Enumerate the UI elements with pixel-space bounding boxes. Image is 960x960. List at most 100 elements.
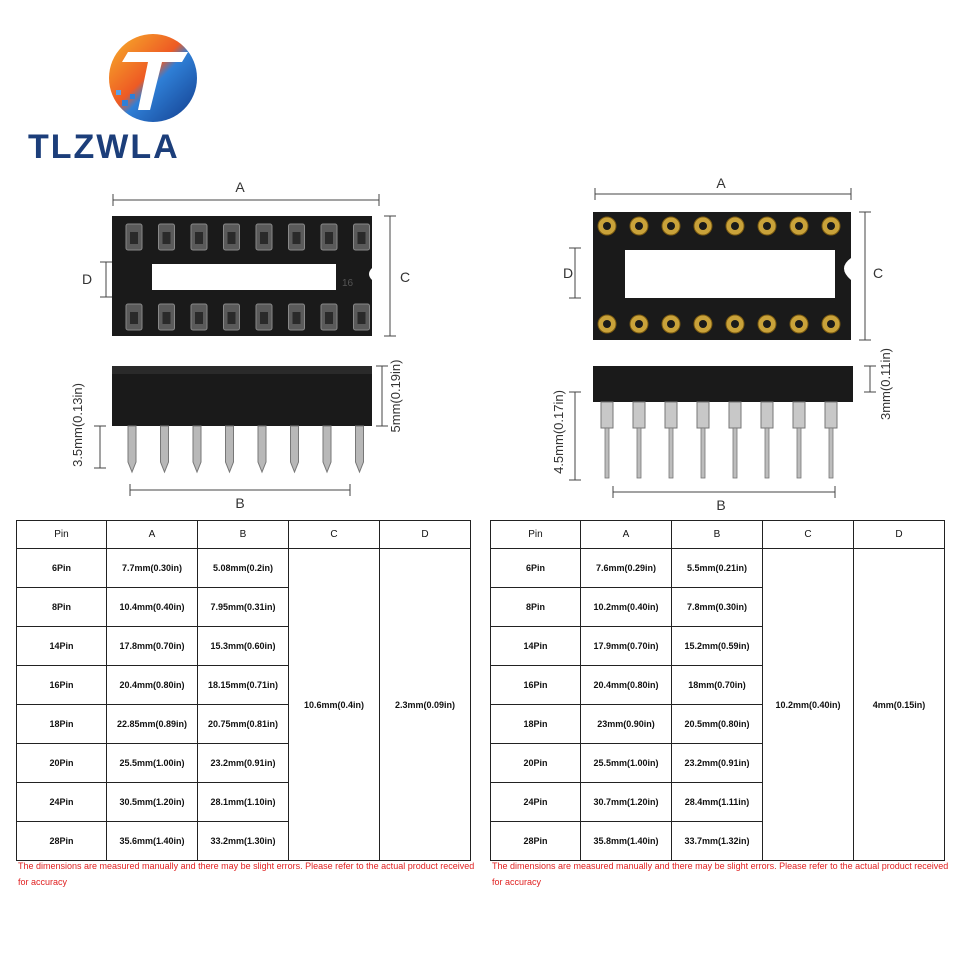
socket-contact-slot <box>195 312 203 324</box>
socket-pin <box>732 427 738 479</box>
socket-contact-slot <box>325 232 333 244</box>
socket-pin-collar <box>664 401 678 429</box>
pin-cell: 8Pin <box>16 587 107 627</box>
gold-contact-hole <box>795 222 803 230</box>
a-cell: 17.8mm(0.70in) <box>106 626 198 666</box>
dim-label-c: C <box>400 269 410 285</box>
socket-contact-slot <box>227 312 236 324</box>
gold-contact-hole <box>731 222 739 230</box>
a-cell: 7.6mm(0.29in) <box>580 548 672 588</box>
a-cell: 35.6mm(1.40in) <box>106 821 198 861</box>
socket-pin <box>796 427 802 479</box>
b-cell: 28.1mm(1.10in) <box>197 782 289 822</box>
pin-cell: 8Pin <box>490 587 581 627</box>
a-cell: 25.5mm(1.00in) <box>106 743 198 783</box>
socket-pin <box>636 427 642 479</box>
a-cell: 23mm(0.90in) <box>580 704 672 744</box>
socket-pin <box>290 425 299 474</box>
socket-contact-slot <box>130 232 138 244</box>
gold-contact-hole <box>667 320 675 328</box>
right-spec-table: Pin A B C D 6Pin 7.6mm(0.29in) 5.5mm(0.2… <box>490 520 945 861</box>
a-cell: 7.7mm(0.30in) <box>106 548 198 588</box>
gold-contact-hole <box>603 222 611 230</box>
socket-window <box>152 264 336 290</box>
socket-pin <box>257 425 267 474</box>
pin-cell: 18Pin <box>16 704 107 744</box>
col-header-pin: Pin <box>490 520 581 549</box>
pin-cell: 20Pin <box>16 743 107 783</box>
pin-cell: 28Pin <box>16 821 107 861</box>
table-row: 6Pin 7.7mm(0.30in) 5.08mm(0.2in) 10.6mm(… <box>16 548 471 861</box>
c-value-cell: 10.2mm(0.40in) <box>762 548 854 861</box>
b-cell: 20.5mm(0.80in) <box>671 704 763 744</box>
dim-label-d: D <box>82 271 92 287</box>
body-height-label: 3mm(0.11in) <box>878 348 893 420</box>
socket-number-label: 16 <box>342 278 354 289</box>
pin-cell: 6Pin <box>490 548 581 588</box>
dim-label-a: A <box>235 179 245 195</box>
socket-contact-slot <box>260 232 268 244</box>
col-header-pin: Pin <box>16 520 107 549</box>
b-cell: 5.08mm(0.2in) <box>197 548 289 588</box>
socket-pin <box>322 425 332 474</box>
disclaimer-note: The dimensions are measured manually and… <box>492 861 949 887</box>
pin-cell: 6Pin <box>16 548 107 588</box>
col-header-a: A <box>106 520 198 549</box>
brand-name: TLZWLA <box>28 128 180 166</box>
socket-pin-collar <box>600 401 614 429</box>
logo-mark-icon <box>109 34 197 122</box>
b-cell: 23.2mm(0.91in) <box>671 743 763 783</box>
socket-pin <box>668 427 674 479</box>
col-header-c: C <box>762 520 854 549</box>
b-cell: 5.5mm(0.21in) <box>671 548 763 588</box>
socket-pin-collar <box>696 401 710 429</box>
socket-pin <box>828 427 834 479</box>
disclaimer-note: The dimensions are measured manually and… <box>18 861 475 887</box>
a-cell: 25.5mm(1.00in) <box>580 743 672 783</box>
pin-length-label: 3.5mm(0.13in) <box>70 383 85 467</box>
col-header-b: B <box>197 520 289 549</box>
gold-contact-hole <box>731 320 739 328</box>
right-socket-diagram: A C D B 3mm(0.11in) 4.5mm(0.17in) <box>551 175 893 510</box>
a-cell: 30.7mm(1.20in) <box>580 782 672 822</box>
gold-contact-hole <box>635 320 643 328</box>
gold-contact-hole <box>699 320 707 328</box>
b-cell: 7.8mm(0.30in) <box>671 587 763 627</box>
gold-contact-hole <box>795 320 803 328</box>
gold-contact-hole <box>827 320 835 328</box>
b-cell: 33.2mm(1.30in) <box>197 821 289 861</box>
pin-cell: 28Pin <box>490 821 581 861</box>
pin-cell: 20Pin <box>490 743 581 783</box>
socket-window <box>625 250 835 298</box>
pin-cell: 16Pin <box>16 665 107 705</box>
gold-contact-hole <box>699 222 707 230</box>
b-cell: 28.4mm(1.11in) <box>671 782 763 822</box>
socket-pin <box>604 427 610 479</box>
pin-cell: 14Pin <box>490 626 581 666</box>
socket-contact-slot <box>260 312 268 324</box>
socket-pin <box>192 425 202 474</box>
b-cell: 18mm(0.70in) <box>671 665 763 705</box>
a-cell: 17.9mm(0.70in) <box>580 626 672 666</box>
a-cell: 30.5mm(1.20in) <box>106 782 198 822</box>
socket-contact-slot <box>357 232 366 244</box>
socket-pin <box>160 425 169 474</box>
pin-cell: 14Pin <box>16 626 107 666</box>
left-spec-table: Pin A B C D 6Pin 7.7mm(0.30in) 5.08mm(0.… <box>16 520 471 861</box>
socket-pin-collar <box>632 401 646 429</box>
a-cell: 20.4mm(0.80in) <box>106 665 198 705</box>
col-header-c: C <box>288 520 380 549</box>
socket-contact-slot <box>162 312 171 324</box>
socket-pin <box>127 425 137 474</box>
col-header-d: D <box>853 520 945 549</box>
